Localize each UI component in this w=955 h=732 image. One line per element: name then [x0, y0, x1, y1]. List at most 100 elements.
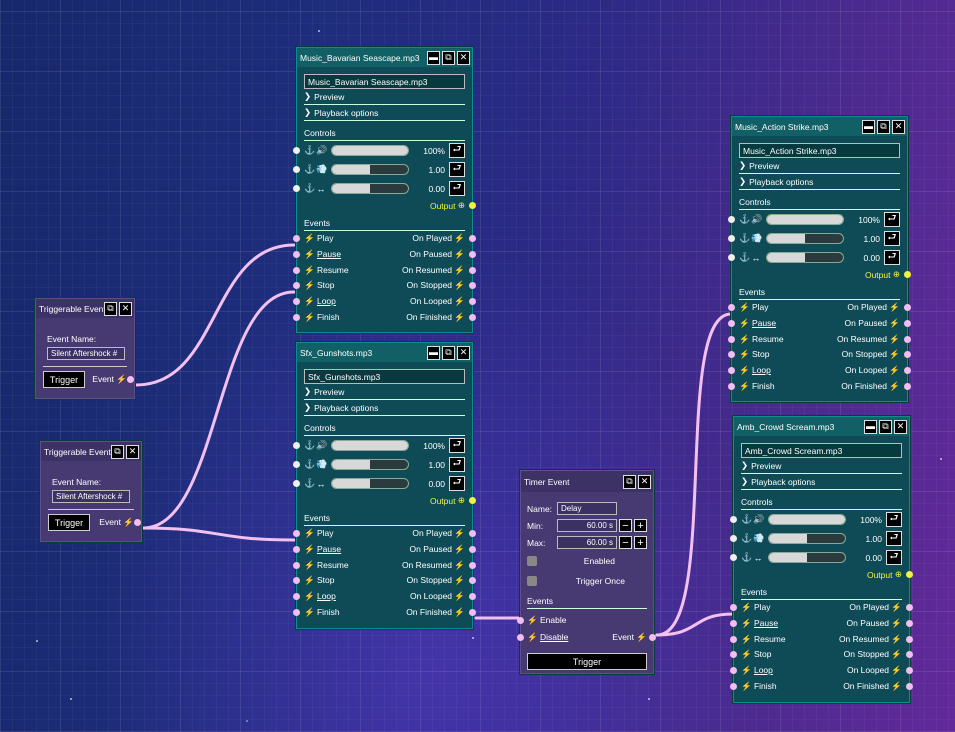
node-titlebar[interactable]: Sfx_Gunshots.mp3▬⧉✕	[297, 343, 472, 362]
event-input-port[interactable]	[293, 593, 300, 601]
node-titlebar[interactable]: Triggerable Event⧉✕	[41, 442, 141, 461]
event-output-port[interactable]	[904, 320, 911, 328]
audio-node[interactable]: Music_Action Strike.mp3▬⧉✕ Music_Action …	[728, 116, 911, 402]
minimize-button[interactable]: ▬	[862, 119, 875, 134]
minimize-button[interactable]: ▬	[864, 419, 877, 434]
node-titlebar[interactable]: Timer Event⧉✕	[521, 471, 653, 492]
audio-node[interactable]: Music_Bavarian Seascape.mp3▬⧉✕ Music_Bav…	[293, 47, 476, 333]
close-button[interactable]: ✕	[638, 474, 651, 489]
pan-slider[interactable]	[331, 478, 409, 489]
preview-toggle[interactable]: ❯Preview	[741, 458, 902, 474]
event-output-port[interactable]	[904, 367, 911, 375]
event-input-port[interactable]	[293, 251, 300, 259]
close-button[interactable]: ✕	[457, 345, 470, 360]
file-name-field[interactable]: Sfx_Gunshots.mp3	[304, 369, 465, 384]
volume-slider[interactable]	[766, 214, 844, 225]
event-output-port[interactable]	[469, 235, 476, 243]
event-output-port[interactable]	[906, 651, 913, 659]
pan-slider[interactable]	[331, 183, 409, 194]
event-output-port[interactable]	[906, 682, 913, 690]
event-input-pause[interactable]: ⚡ Pause	[739, 318, 776, 329]
event-input-port[interactable]	[730, 667, 737, 675]
node-titlebar[interactable]: Triggerable Event⧉✕	[36, 299, 134, 318]
close-button[interactable]: ✕	[126, 444, 139, 459]
event-output-port[interactable]	[469, 608, 476, 616]
enable-input-port[interactable]	[517, 617, 524, 624]
triggerable-event-node[interactable]: Triggerable Event⧉✕ Event Name: Silent A…	[40, 441, 142, 542]
event-output-port[interactable]	[127, 376, 134, 383]
volume-input-port[interactable]	[728, 216, 735, 223]
pan-reset-button[interactable]: ⮐	[449, 181, 465, 196]
event-input-loop[interactable]: ⚡ Loop	[304, 296, 336, 307]
timer-trigger-button[interactable]: Trigger	[527, 653, 647, 670]
preview-toggle[interactable]: ❯Preview	[739, 158, 900, 174]
audio-node[interactable]: Amb_Crowd Scream.mp3▬⧉✕ Amb_Crowd Scream…	[730, 416, 913, 703]
event-input-pause[interactable]: ⚡ Pause	[741, 618, 778, 629]
output-port[interactable]	[904, 271, 911, 278]
restore-button[interactable]: ⧉	[623, 474, 636, 489]
preview-toggle[interactable]: ❯Preview	[304, 89, 465, 105]
event-input-loop[interactable]: ⚡ Loop	[739, 365, 771, 376]
event-output-port[interactable]	[906, 635, 913, 643]
restore-button[interactable]: ⧉	[877, 119, 890, 134]
file-name-field[interactable]: Music_Bavarian Seascape.mp3	[304, 74, 465, 89]
pan-reset-button[interactable]: ⮐	[449, 476, 465, 491]
event-output-port[interactable]	[904, 351, 911, 359]
disable-input[interactable]: ⚡ Disable	[527, 632, 569, 642]
anchor-icon[interactable]: ⚓	[304, 440, 316, 450]
event-name-input[interactable]: Silent Aftershock #	[47, 347, 125, 360]
event-output-port[interactable]	[469, 313, 476, 321]
event-input-port[interactable]	[728, 382, 735, 390]
anchor-icon[interactable]: ⚓	[739, 233, 751, 243]
volume-input-port[interactable]	[730, 516, 737, 523]
event-input-port[interactable]	[293, 313, 300, 321]
event-input-port[interactable]	[730, 651, 737, 659]
playback-options-toggle[interactable]: ❯Playback options	[304, 105, 465, 121]
event-output-port[interactable]	[134, 519, 141, 526]
event-output-port[interactable]	[469, 266, 476, 274]
anchor-icon[interactable]: ⚓	[739, 252, 751, 262]
event-input-port[interactable]	[293, 266, 300, 274]
pitch-input-port[interactable]	[293, 461, 300, 468]
pan-reset-button[interactable]: ⮐	[886, 550, 902, 565]
pitch-slider[interactable]	[768, 533, 846, 544]
event-input-port[interactable]	[293, 608, 300, 616]
node-titlebar[interactable]: Music_Action Strike.mp3▬⧉✕	[732, 117, 907, 136]
event-input-port[interactable]	[293, 282, 300, 290]
close-button[interactable]: ✕	[894, 419, 907, 434]
event-input-port[interactable]	[293, 235, 300, 243]
pitch-reset-button[interactable]: ⮐	[449, 162, 465, 177]
event-output-port[interactable]	[469, 577, 476, 585]
restore-button[interactable]: ⧉	[879, 419, 892, 434]
event-name-input[interactable]: Silent Aftershock #	[52, 490, 130, 503]
pitch-slider[interactable]	[766, 233, 844, 244]
max-input[interactable]: 60.00 s	[557, 536, 617, 549]
anchor-icon[interactable]: ⚓	[741, 552, 753, 562]
min-decrement-button[interactable]: −	[619, 519, 632, 532]
volume-reset-button[interactable]: ⮐	[886, 512, 902, 527]
event-input-port[interactable]	[730, 682, 737, 690]
node-titlebar[interactable]: Amb_Crowd Scream.mp3▬⧉✕	[734, 417, 909, 436]
volume-reset-button[interactable]: ⮐	[449, 438, 465, 453]
event-input-port[interactable]	[728, 351, 735, 359]
triggerable-event-node[interactable]: Triggerable Event⧉✕ Event Name: Silent A…	[35, 298, 135, 399]
trigger-button[interactable]: Trigger	[48, 514, 90, 531]
close-button[interactable]: ✕	[892, 119, 905, 134]
playback-options-toggle[interactable]: ❯Playback options	[304, 400, 465, 416]
max-decrement-button[interactable]: −	[619, 536, 632, 549]
audio-node[interactable]: Sfx_Gunshots.mp3▬⧉✕ Sfx_Gunshots.mp3 ❯Pr…	[293, 342, 476, 629]
timer-name-input[interactable]: Delay	[557, 502, 617, 515]
event-input-port[interactable]	[293, 530, 300, 538]
pitch-slider[interactable]	[331, 459, 409, 470]
pan-input-port[interactable]	[293, 480, 300, 487]
event-input-loop[interactable]: ⚡ Loop	[741, 665, 773, 676]
min-input[interactable]: 60.00 s	[557, 519, 617, 532]
trigger-button[interactable]: Trigger	[43, 371, 85, 388]
volume-input-port[interactable]	[293, 442, 300, 449]
pan-slider[interactable]	[768, 552, 846, 563]
volume-slider[interactable]	[331, 145, 409, 156]
event-input-port[interactable]	[728, 367, 735, 375]
close-button[interactable]: ✕	[119, 301, 132, 316]
minimize-button[interactable]: ▬	[427, 345, 440, 360]
anchor-icon[interactable]: ⚓	[739, 214, 751, 224]
